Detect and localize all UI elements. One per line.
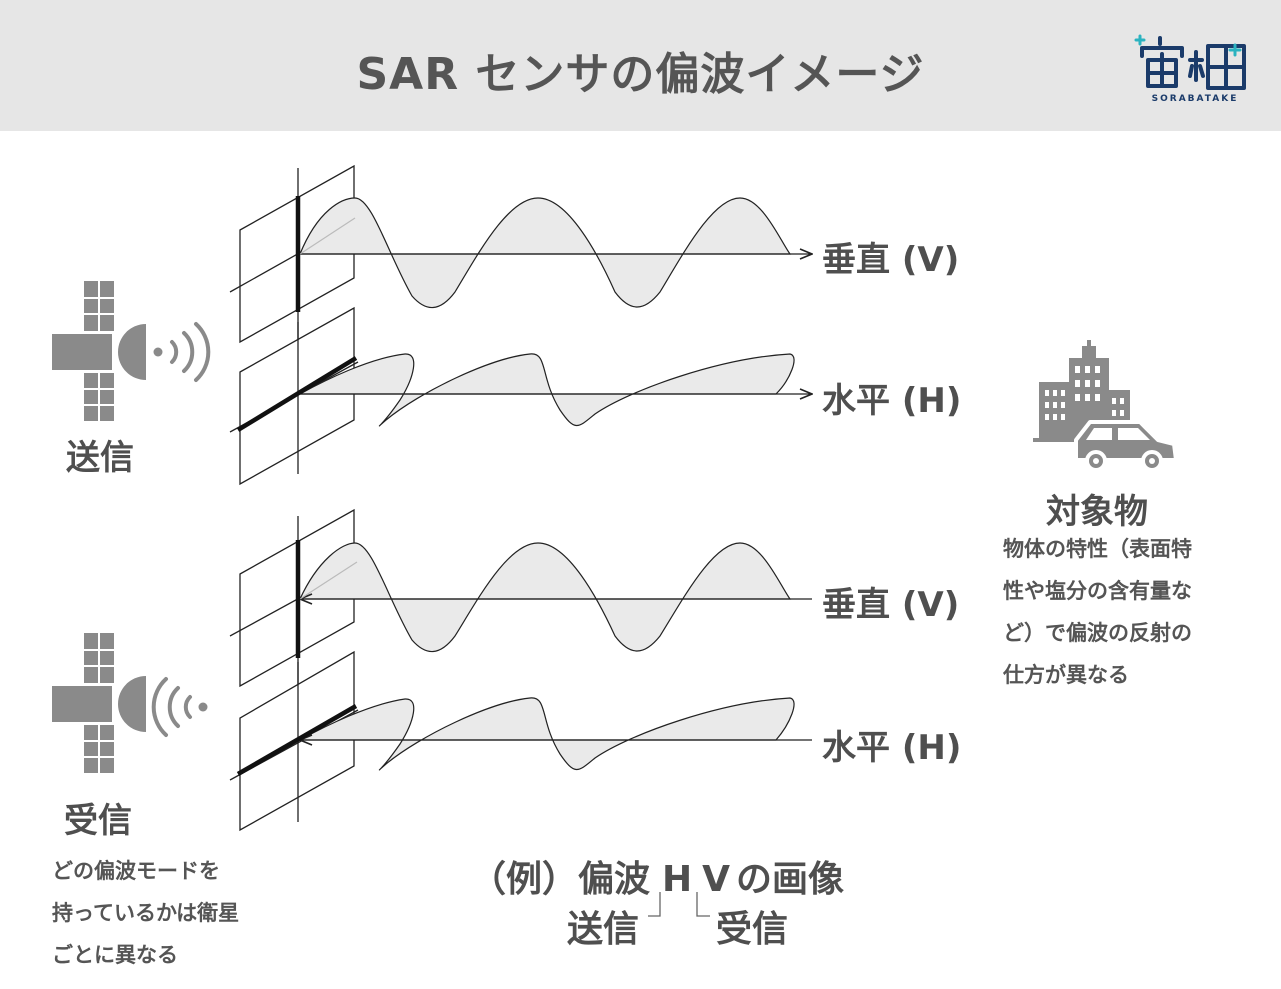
example-brackets (648, 892, 710, 917)
receive-note: どの偏波モードを 持っているかは衛星 ごとに異なる (52, 850, 239, 976)
transmit-satellite-icon (52, 281, 211, 421)
target-note: 物体の特性（表面特 性や塩分の含有量な ど）で偏波の反射の 仕方が異なる (1003, 528, 1192, 696)
target-note-line: 仕方が異なる (1003, 663, 1129, 687)
tx-vertical-wave (295, 196, 812, 312)
rx-vertical-label: 垂直 (V) (822, 585, 960, 625)
target-buildings-car-icon (1033, 340, 1178, 472)
rx-vertical-wave (295, 540, 812, 658)
tx-horizontal-label: 水平 (H) (822, 381, 962, 421)
receive-note-line: どの偏波モードを (52, 859, 220, 883)
sorabatake-logo: SORABATAKE (1130, 30, 1260, 110)
page-title: SAR センサの偏波イメージ (356, 49, 925, 100)
logo-romaji: SORABATAKE (1151, 94, 1239, 104)
tx-h-frame (239, 306, 355, 486)
example-v: V (702, 859, 731, 900)
header-bar (0, 0, 1281, 131)
rx-horizontal-wave (236, 697, 812, 776)
tx-horizontal-wave (236, 353, 812, 432)
rx-v-frame (239, 508, 355, 688)
target-label: 対象物 (1046, 492, 1148, 532)
receive-label: 受信 (64, 801, 132, 841)
example-h-meaning: 送信 (567, 909, 640, 950)
tx-v-frame (239, 164, 355, 344)
receive-note-line: 持っているかは衛星 (52, 901, 240, 925)
receive-note-line: ごとに異なる (52, 943, 178, 967)
example-suffix: の画像 (736, 859, 845, 900)
rx-h-frame (239, 650, 355, 832)
logo-mark-icon (1134, 34, 1246, 90)
example-v-meaning: 受信 (716, 909, 789, 950)
example-prefix: （例）偏波 (470, 859, 651, 900)
example-h: H (662, 859, 693, 900)
rx-horizontal-label: 水平 (H) (822, 728, 962, 768)
target-note-line: 性や塩分の含有量な (1003, 579, 1192, 603)
receive-satellite-icon (52, 633, 208, 773)
tx-vertical-label: 垂直 (V) (822, 240, 960, 280)
transmit-label: 送信 (66, 438, 134, 478)
target-note-line: ど）で偏波の反射の (1003, 621, 1192, 645)
target-note-line: 物体の特性（表面特 (1003, 537, 1192, 561)
